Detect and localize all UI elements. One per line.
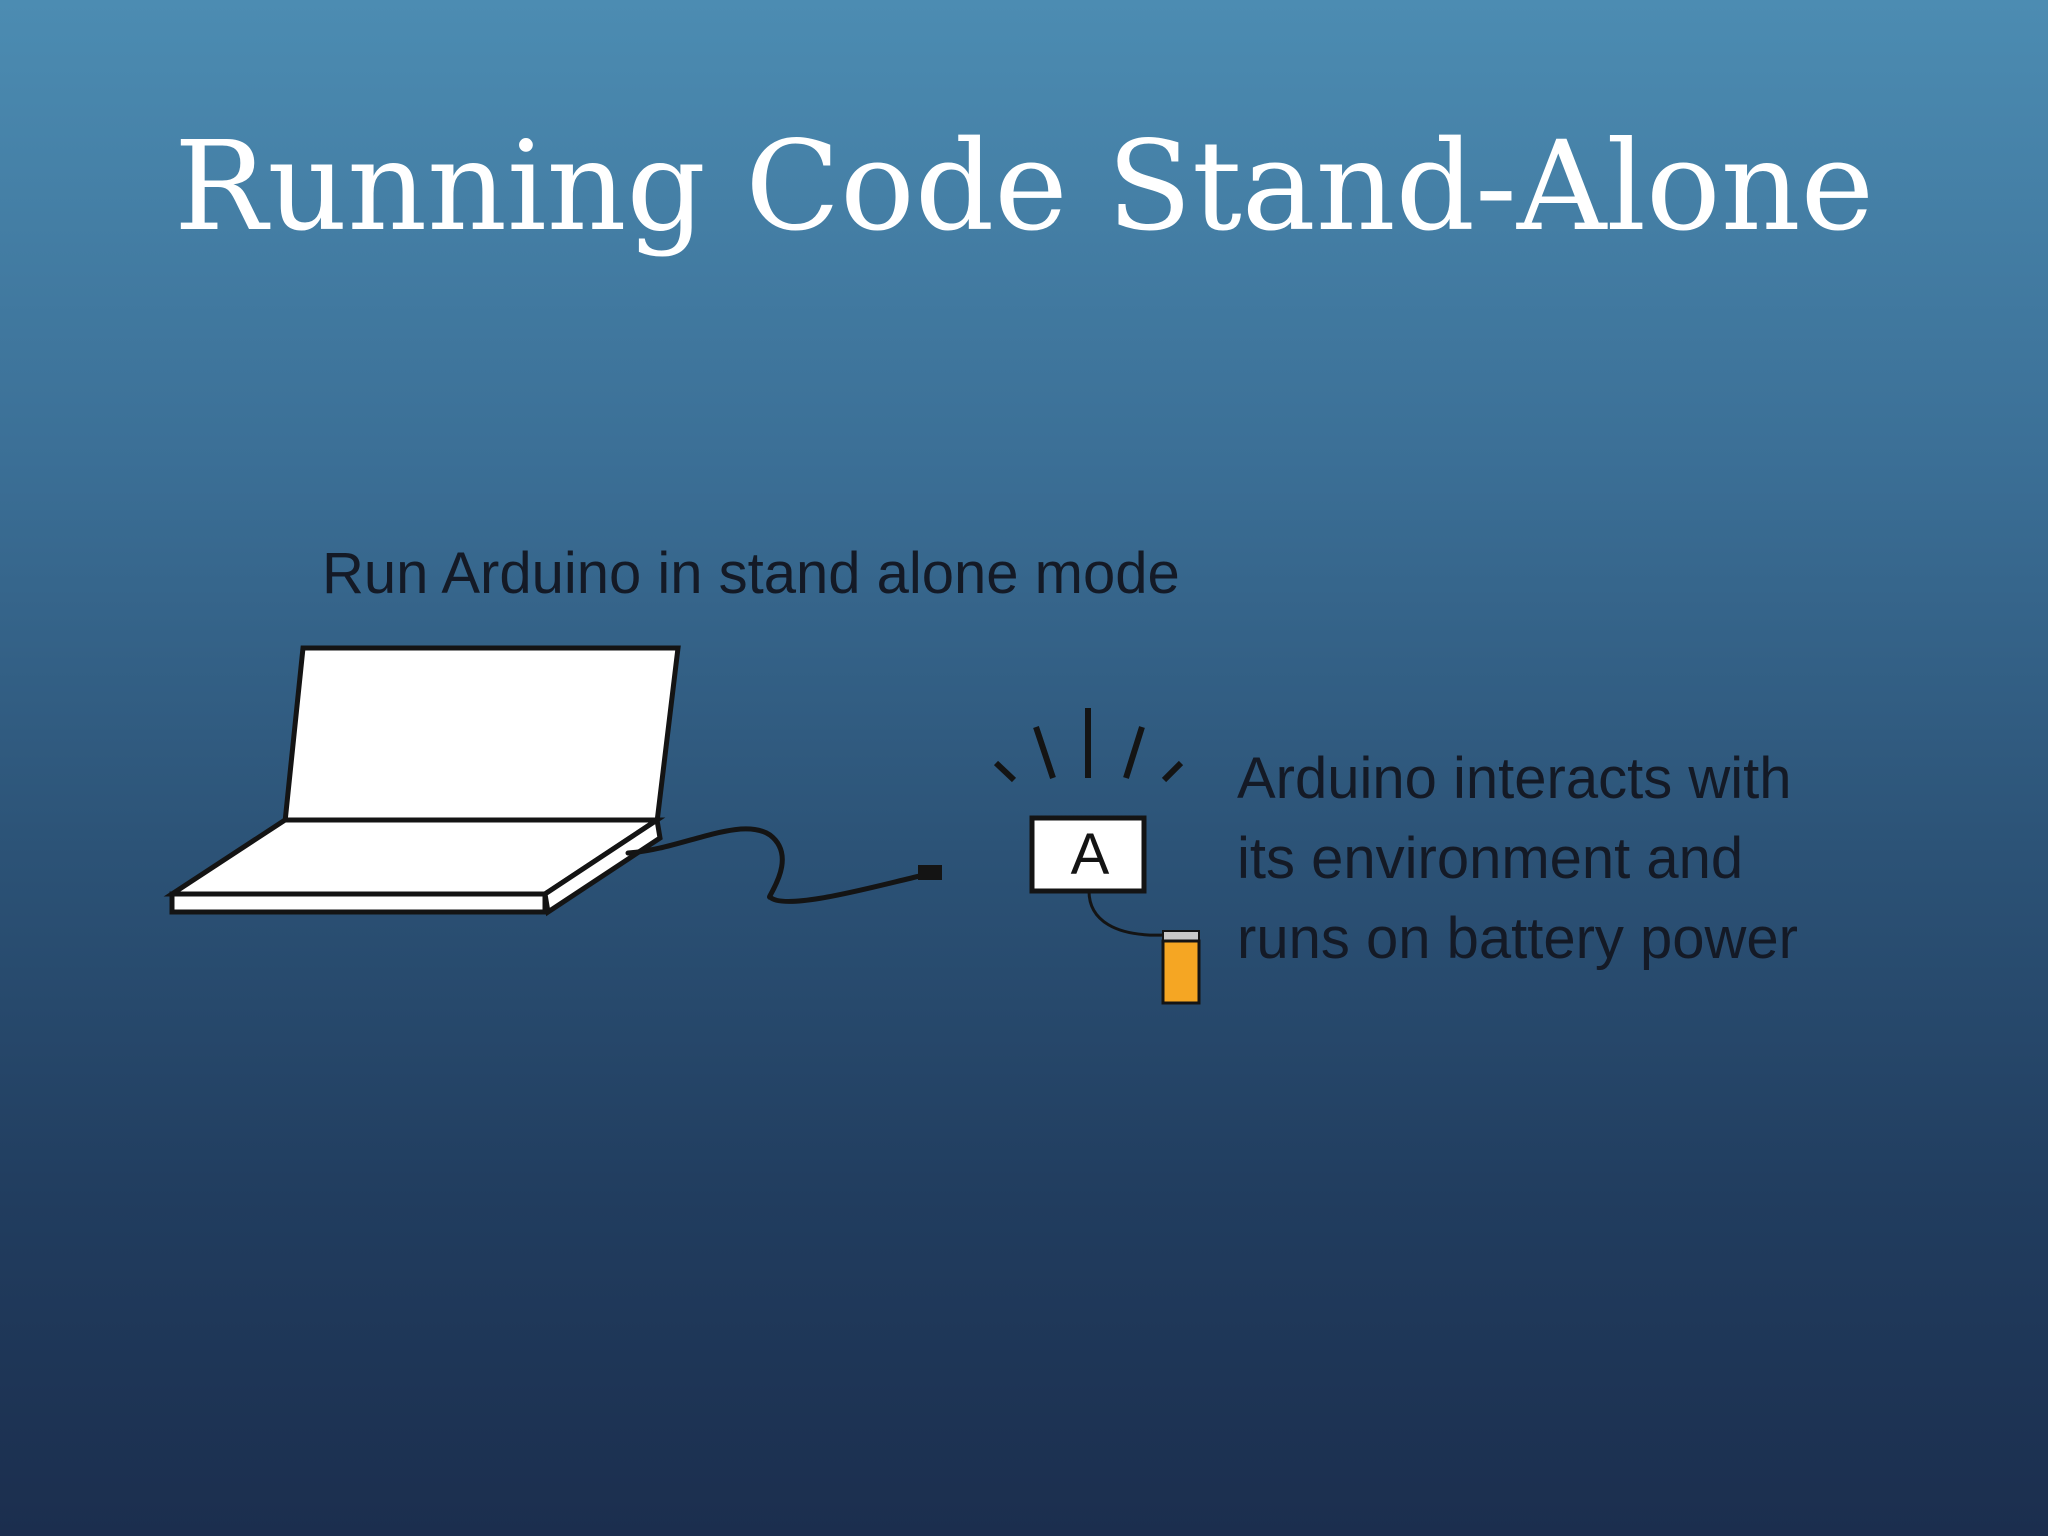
activity-rays-icon	[993, 708, 1184, 783]
arduino-board-icon: A	[1029, 815, 1147, 894]
description-line-1: Arduino interacts with	[1237, 746, 1791, 811]
diagram-description: Arduino interacts with its environment a…	[1237, 746, 1808, 971]
slide-title: Running Code Stand-Alone	[174, 115, 1874, 259]
description-line-3: runs on battery power	[1237, 906, 1798, 971]
laptop-icon	[163, 645, 681, 917]
description-line-2: its environment and	[1237, 826, 1743, 891]
usb-cable-icon	[625, 826, 942, 904]
battery-icon	[1161, 930, 1201, 1005]
board-label: A	[1071, 822, 1110, 887]
battery-wire	[1087, 890, 1166, 937]
diagram-heading: Run Arduino in stand alone mode	[322, 541, 1180, 606]
